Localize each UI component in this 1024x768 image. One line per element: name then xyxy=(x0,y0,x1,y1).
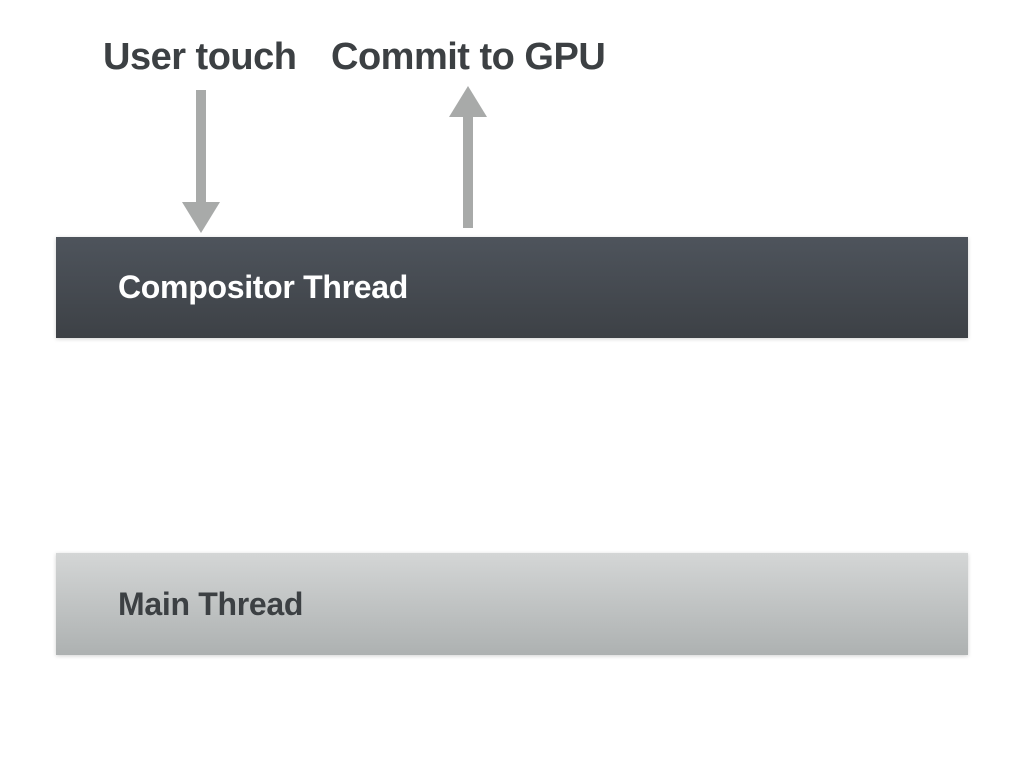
compositor-thread-bar: Compositor Thread xyxy=(56,237,968,338)
main-thread-bar: Main Thread xyxy=(56,553,968,655)
commit-to-gpu-label: Commit to GPU xyxy=(331,36,606,78)
compositor-thread-label: Compositor Thread xyxy=(118,269,409,305)
arrow-up-icon xyxy=(449,86,487,228)
main-thread-label: Main Thread xyxy=(118,585,304,622)
user-touch-label: User touch xyxy=(103,36,297,78)
arrow-down-icon xyxy=(182,90,220,233)
